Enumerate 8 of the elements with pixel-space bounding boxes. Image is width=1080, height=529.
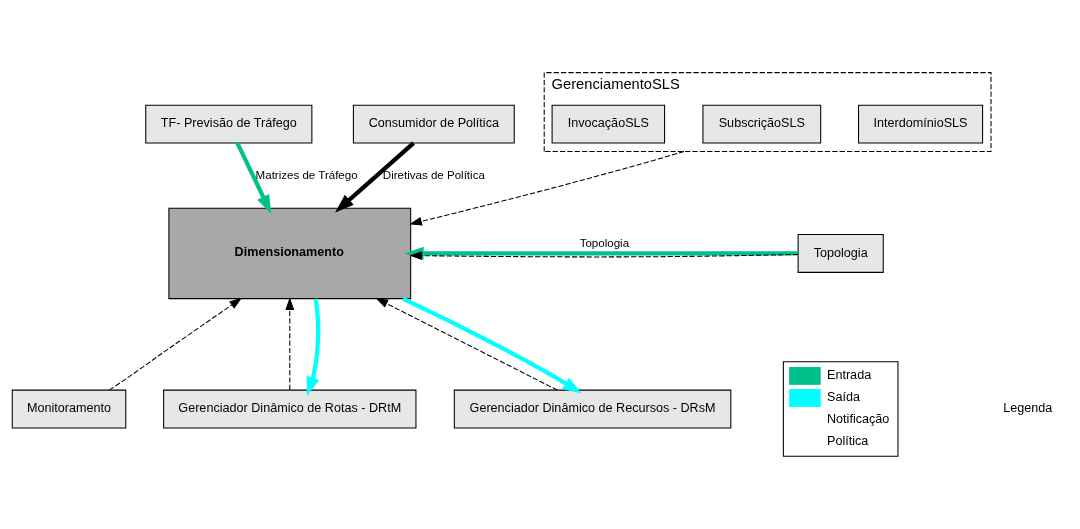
legend-label: Política [827,433,869,448]
edge-label: Diretivas de Política [382,168,485,181]
legend-label: Notificação [827,411,890,426]
label: Legenda [1003,400,1053,415]
edge-label: Matrizes de Tráfego [255,168,358,181]
legend-label: Saída [827,389,860,404]
edge-label: Topologia [579,236,630,249]
legend-label: Entrada [827,367,872,382]
